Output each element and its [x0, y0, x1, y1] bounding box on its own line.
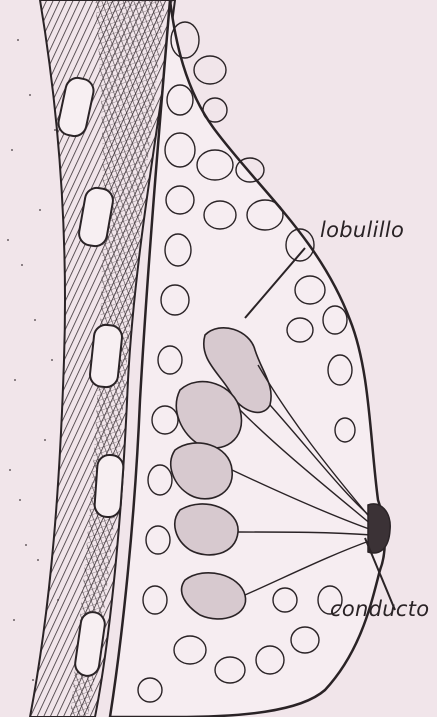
- duct-label: conducto: [330, 597, 429, 621]
- nipple: [368, 504, 390, 553]
- lobule-label: lobulillo: [320, 218, 404, 242]
